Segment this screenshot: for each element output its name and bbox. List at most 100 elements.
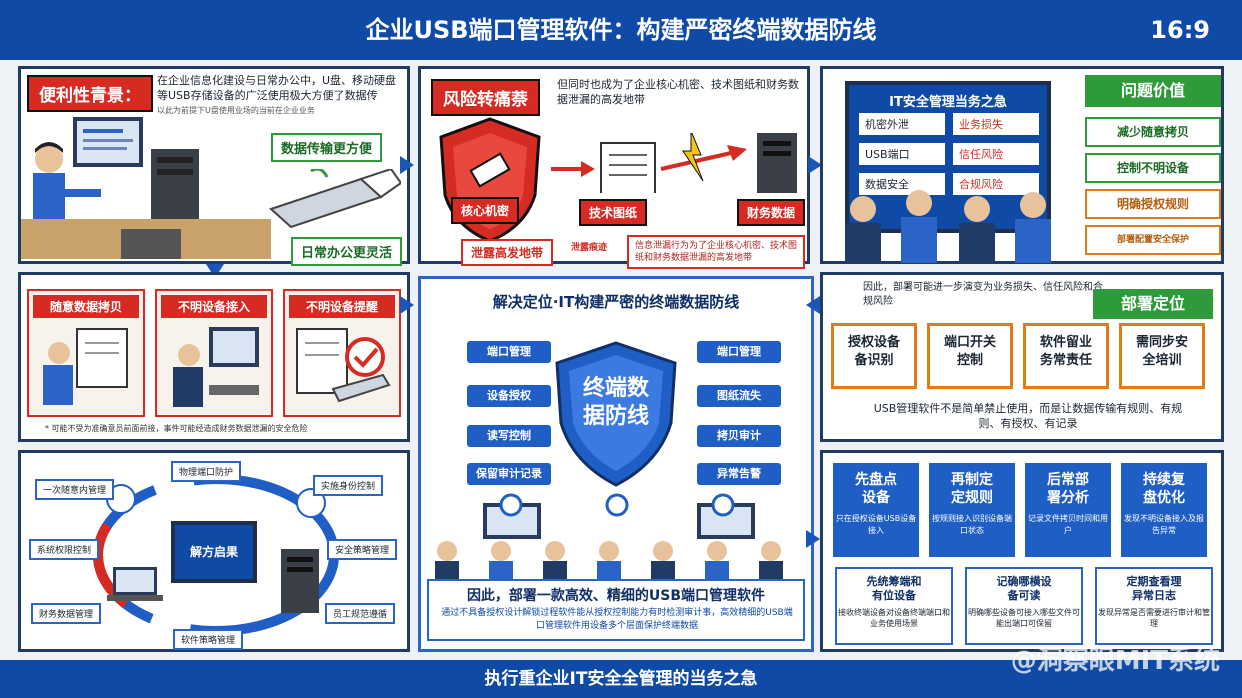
convenience-subtext: 以此为前提下U盘使用业场的当前在企业业务	[157, 106, 315, 115]
usb-drive-icon	[269, 169, 401, 229]
screen-item-left-2: USB端口	[859, 143, 945, 165]
step-1-title-1: 先盘点	[855, 472, 897, 488]
flow-arrow-1	[400, 156, 414, 174]
screen-title: IT安全管理当务之急	[889, 95, 1007, 110]
implementation-panel: 先盘点 设备 只在授权设备USB设备接入 再制定 定规则 按规则接入识别设备端口…	[820, 450, 1224, 652]
feature-right-1: 端口管理	[697, 341, 781, 363]
cycle-node-2: 一次随意内管理	[35, 479, 115, 500]
label-financial-data: 财务数据	[737, 199, 806, 226]
problem-item-3: 明确授权规则	[1085, 189, 1221, 219]
detail-box-2: 记确哪横设 备可读 明确哪些设备可接入哪些文件可能出端口可保留	[965, 567, 1083, 645]
deploy-box-1: 授权设备 备识别	[831, 323, 917, 389]
step-2-title-1: 再制定	[951, 472, 993, 488]
it-security-screen: IT安全管理当务之急 机密外泄 USB端口 数据安全 业务损失 信任风险 合规风…	[845, 81, 1051, 233]
step-4: 持续复 盘优化 发现不明设备接入及报告异常	[1121, 463, 1207, 557]
detail-box-2-title-2: 备可读	[1007, 589, 1041, 602]
flow-arrow-2	[808, 156, 822, 174]
problem-item-1: 减少随意拷贝	[1085, 117, 1221, 147]
screen-item-right-1: 业务损失	[953, 113, 1039, 135]
threats-note: * 可能不受为准确意员前面前接，事件可能经造成财务数据泄漏的安全危险	[45, 424, 308, 433]
detail-box-3: 定期查看理 异常日志 发现异常是否需要进行审计和管理	[1095, 567, 1213, 645]
problem-item-4: 部署配置安全保护	[1085, 225, 1221, 255]
detail-box-3-title-1: 定期查看理	[1126, 575, 1182, 588]
feature-left-4: 保留审计记录	[467, 463, 551, 485]
footer-text: 执行重企业IT安全全管理的当务之急	[484, 669, 758, 689]
flow-arrow-4	[806, 296, 820, 314]
threat-box-copy-label: 随意数据拷贝	[33, 295, 139, 318]
step-2-title-2: 定规则	[951, 490, 993, 506]
step-2-desc: 按规则接入识别设备端口状态	[932, 514, 1012, 535]
detail-box-3-desc: 发现异常是否需要进行审计和管理	[1098, 608, 1210, 628]
cycle-node-7: 员工规范遵循	[325, 603, 396, 624]
cycle-node-4: 系统权限控制	[29, 539, 100, 560]
cycle-node-8: 软件策略管理	[173, 629, 244, 650]
conclusion-subtext: 通过不具备授权设计解锁过程软件能从授权控制能力有时检测审计事，高效精细的USB端…	[441, 608, 793, 631]
conclusion-box: 因此，部署一款高效、精细的USB端口管理软件 通过不具备授权设计解锁过程软件能从…	[427, 579, 805, 641]
step-3-title-1: 后常部	[1047, 472, 1089, 488]
server-tower-icon	[281, 549, 319, 613]
step-3-title-2: 署分析	[1047, 490, 1089, 506]
cycle-node-6: 财务数据管理	[31, 603, 102, 624]
convenience-text: 在企业信息化建设与日常办公中，U盘、移动硬盘等USB存储设备的广泛使用极大方便了…	[157, 74, 397, 102]
flow-arrow-3	[400, 296, 414, 314]
cycle-node-5: 安全策略管理	[327, 539, 398, 560]
label-leak-hotspot: 泄露高发地带	[461, 239, 554, 266]
label-core-secret: 核心机密	[451, 197, 520, 224]
deploy-box-1-line2: 备识别	[854, 353, 894, 368]
deploy-box-2-line1: 端口开关	[943, 335, 996, 350]
cycle-panel: 解方启果 物理端口防护 一次随意内管理 实施身份控制 系统权限控制 安全策略管理…	[18, 450, 410, 652]
conclusion-title: 因此，部署一款高效、精细的USB端口管理软件	[466, 588, 766, 604]
shield-label: 终端数 据防线	[551, 375, 681, 431]
team-workstations-illustration	[435, 493, 783, 579]
step-1-title-2: 设备	[862, 490, 890, 506]
step-1-desc: 只在授权设备USB设备接入	[835, 514, 917, 535]
threat-box-copy: 随意数据拷贝	[27, 289, 145, 417]
problem-value-title: 问题价值	[1085, 75, 1221, 107]
unknown-device-illustration	[173, 327, 259, 407]
risk-panel: 风险转痛萘 但同时也成为了企业核心机密、技术图纸和财务数据泄漏的高发地带 核心机…	[418, 66, 810, 269]
it-security-panel: IT安全管理当务之急 机密外泄 USB端口 数据安全 业务损失 信任风险 合规风…	[820, 66, 1224, 264]
solution-panel: 解决定位·IT构建严密的终端数据防线 端口管理 设备授权 读写控制 保留审计记录…	[418, 276, 814, 652]
screen-item-left-1: 机密外泄	[859, 113, 945, 135]
shield-icon	[555, 341, 677, 487]
label-leak-trace: 泄露痕迹	[571, 243, 608, 253]
detail-box-2-desc: 明确哪些设备可接入哪些文件可能出端口可保留	[968, 608, 1080, 628]
step-4-title-1: 持续复	[1143, 472, 1185, 488]
deployment-tag: 部署定位	[1093, 289, 1213, 319]
threat-box-unknown-device: 不明设备接入	[155, 289, 273, 417]
problem-item-2: 控制不明设备	[1085, 153, 1221, 183]
feature-right-4: 异常告警	[697, 463, 781, 485]
deploy-box-3-line1: 软件留业	[1039, 335, 1092, 350]
detail-box-1-desc: 接收终端设备对设备终端端口和业务使用场景	[838, 608, 950, 628]
step-4-desc: 发现不明设备接入及报告异常	[1124, 514, 1204, 535]
threat-box-alert-label: 不明设备提醒	[289, 295, 395, 318]
detail-box-1-title-2: 有位设备	[872, 589, 916, 602]
deployment-bottom-text: USB管理软件不是简单禁止使用，而是让数据传输有规则、有规则、有授权、有记录	[873, 402, 1183, 430]
laptop-icon	[107, 567, 163, 601]
shield-lock-icon	[439, 117, 541, 243]
meeting-people-illustration	[845, 190, 1051, 263]
aspect-ratio-label: 16:9	[1150, 16, 1210, 44]
pill-transfer: 数据传输更方便	[271, 133, 383, 162]
alert-check-illustration	[296, 328, 391, 403]
detail-box-1-title-1: 先统筹端和	[866, 575, 922, 588]
footer-bar: 执行重企业IT安全全管理的当务之急	[0, 660, 1242, 698]
deploy-box-2: 端口开关 控制	[927, 323, 1013, 389]
detail-box-1: 先统筹端和 有位设备 接收终端设备对设备终端端口和业务使用场景	[835, 567, 953, 645]
screen-item-left-3: 数据安全	[859, 173, 945, 195]
pill-flexible: 日常办公更灵活	[291, 237, 403, 266]
convenience-panel: 便利性青景： 在企业信息化建设与日常办公中，U盘、移动硬盘等USB存储设备的广泛…	[18, 66, 410, 266]
page-title: 企业USB端口管理软件：构建严密终端数据防线	[365, 16, 877, 44]
deploy-box-4-line1: 需同步安	[1135, 335, 1188, 350]
feature-right-2: 图纸流失	[697, 385, 781, 407]
shield-label-line2: 据防线	[582, 404, 649, 429]
shield-label-line1: 终端数	[582, 376, 649, 401]
step-1: 先盘点 设备 只在授权设备USB设备接入	[833, 463, 919, 557]
deploy-box-3-line2: 务常责任	[1039, 353, 1092, 368]
feature-left-1: 端口管理	[467, 341, 551, 363]
solution-heading: 解决定位·IT构建严密的终端数据防线	[492, 293, 740, 311]
screen-item-right-2: 信任风险	[953, 143, 1039, 165]
deploy-box-4-line2: 全培训	[1142, 353, 1182, 368]
step-2: 再制定 定规则 按规则接入识别设备端口状态	[929, 463, 1015, 557]
step-3: 后常部 署分析 记录文件拷贝时间和用户	[1025, 463, 1111, 557]
